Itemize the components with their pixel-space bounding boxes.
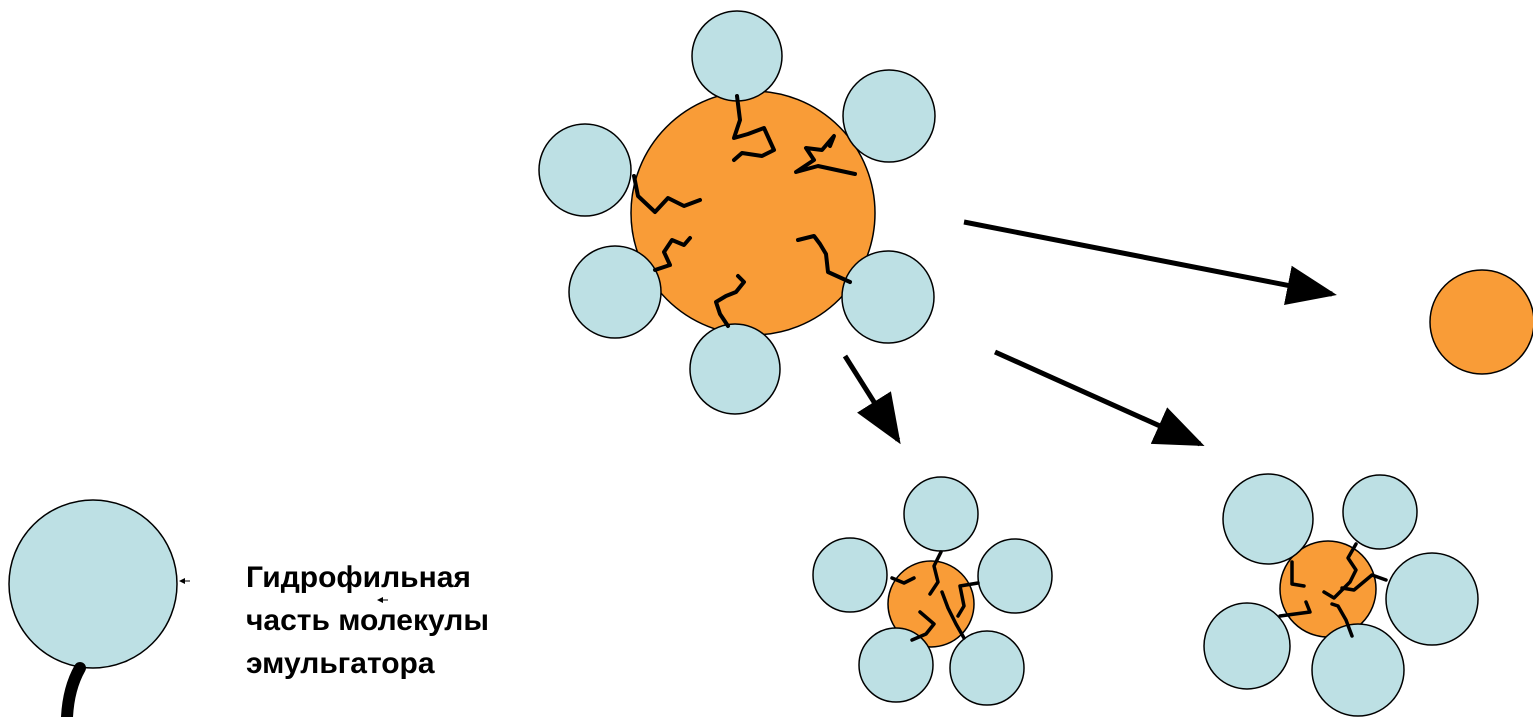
arrow-to-left-micelle xyxy=(845,356,898,440)
legend-hydrophilic-head xyxy=(9,500,177,668)
hydrophilic-head xyxy=(859,628,933,702)
hydrophilic-head xyxy=(690,324,780,414)
hydrophilic-head xyxy=(843,70,935,162)
small-micelle-right xyxy=(1204,474,1478,716)
legend-line-3: эмульгатора xyxy=(246,642,489,685)
hydrophilic-head xyxy=(569,246,661,338)
legend-label: Гидрофильная часть молекулы эмульгатора xyxy=(246,556,489,685)
small-micelle-left xyxy=(813,477,1052,705)
hydrophilic-head xyxy=(813,538,887,612)
legend-line-1: Гидрофильная xyxy=(246,556,489,599)
hydrophilic-head xyxy=(692,11,782,101)
hydrophilic-head xyxy=(950,631,1024,705)
large-oil-droplet xyxy=(631,91,875,335)
hydrophilic-head xyxy=(1204,603,1290,689)
arrow-to-oil-droplet xyxy=(964,222,1332,294)
arrow-to-right-micelle xyxy=(995,352,1200,444)
hydrophilic-head xyxy=(1343,475,1417,549)
hydrophilic-head xyxy=(904,477,978,551)
arrows xyxy=(845,222,1332,444)
hydrophilic-head xyxy=(978,539,1052,613)
hydrophilic-head xyxy=(539,124,631,216)
legend-line-2: часть молекулы xyxy=(246,599,489,642)
hydrophilic-head xyxy=(1386,553,1478,645)
hydrophilic-head xyxy=(842,251,934,343)
free-oil-droplet xyxy=(1430,270,1533,374)
large-micelle xyxy=(539,11,935,414)
hydrophilic-head xyxy=(1312,624,1404,716)
hydrophilic-head xyxy=(1223,474,1313,564)
legend-hydrophobic-tail xyxy=(67,668,80,717)
